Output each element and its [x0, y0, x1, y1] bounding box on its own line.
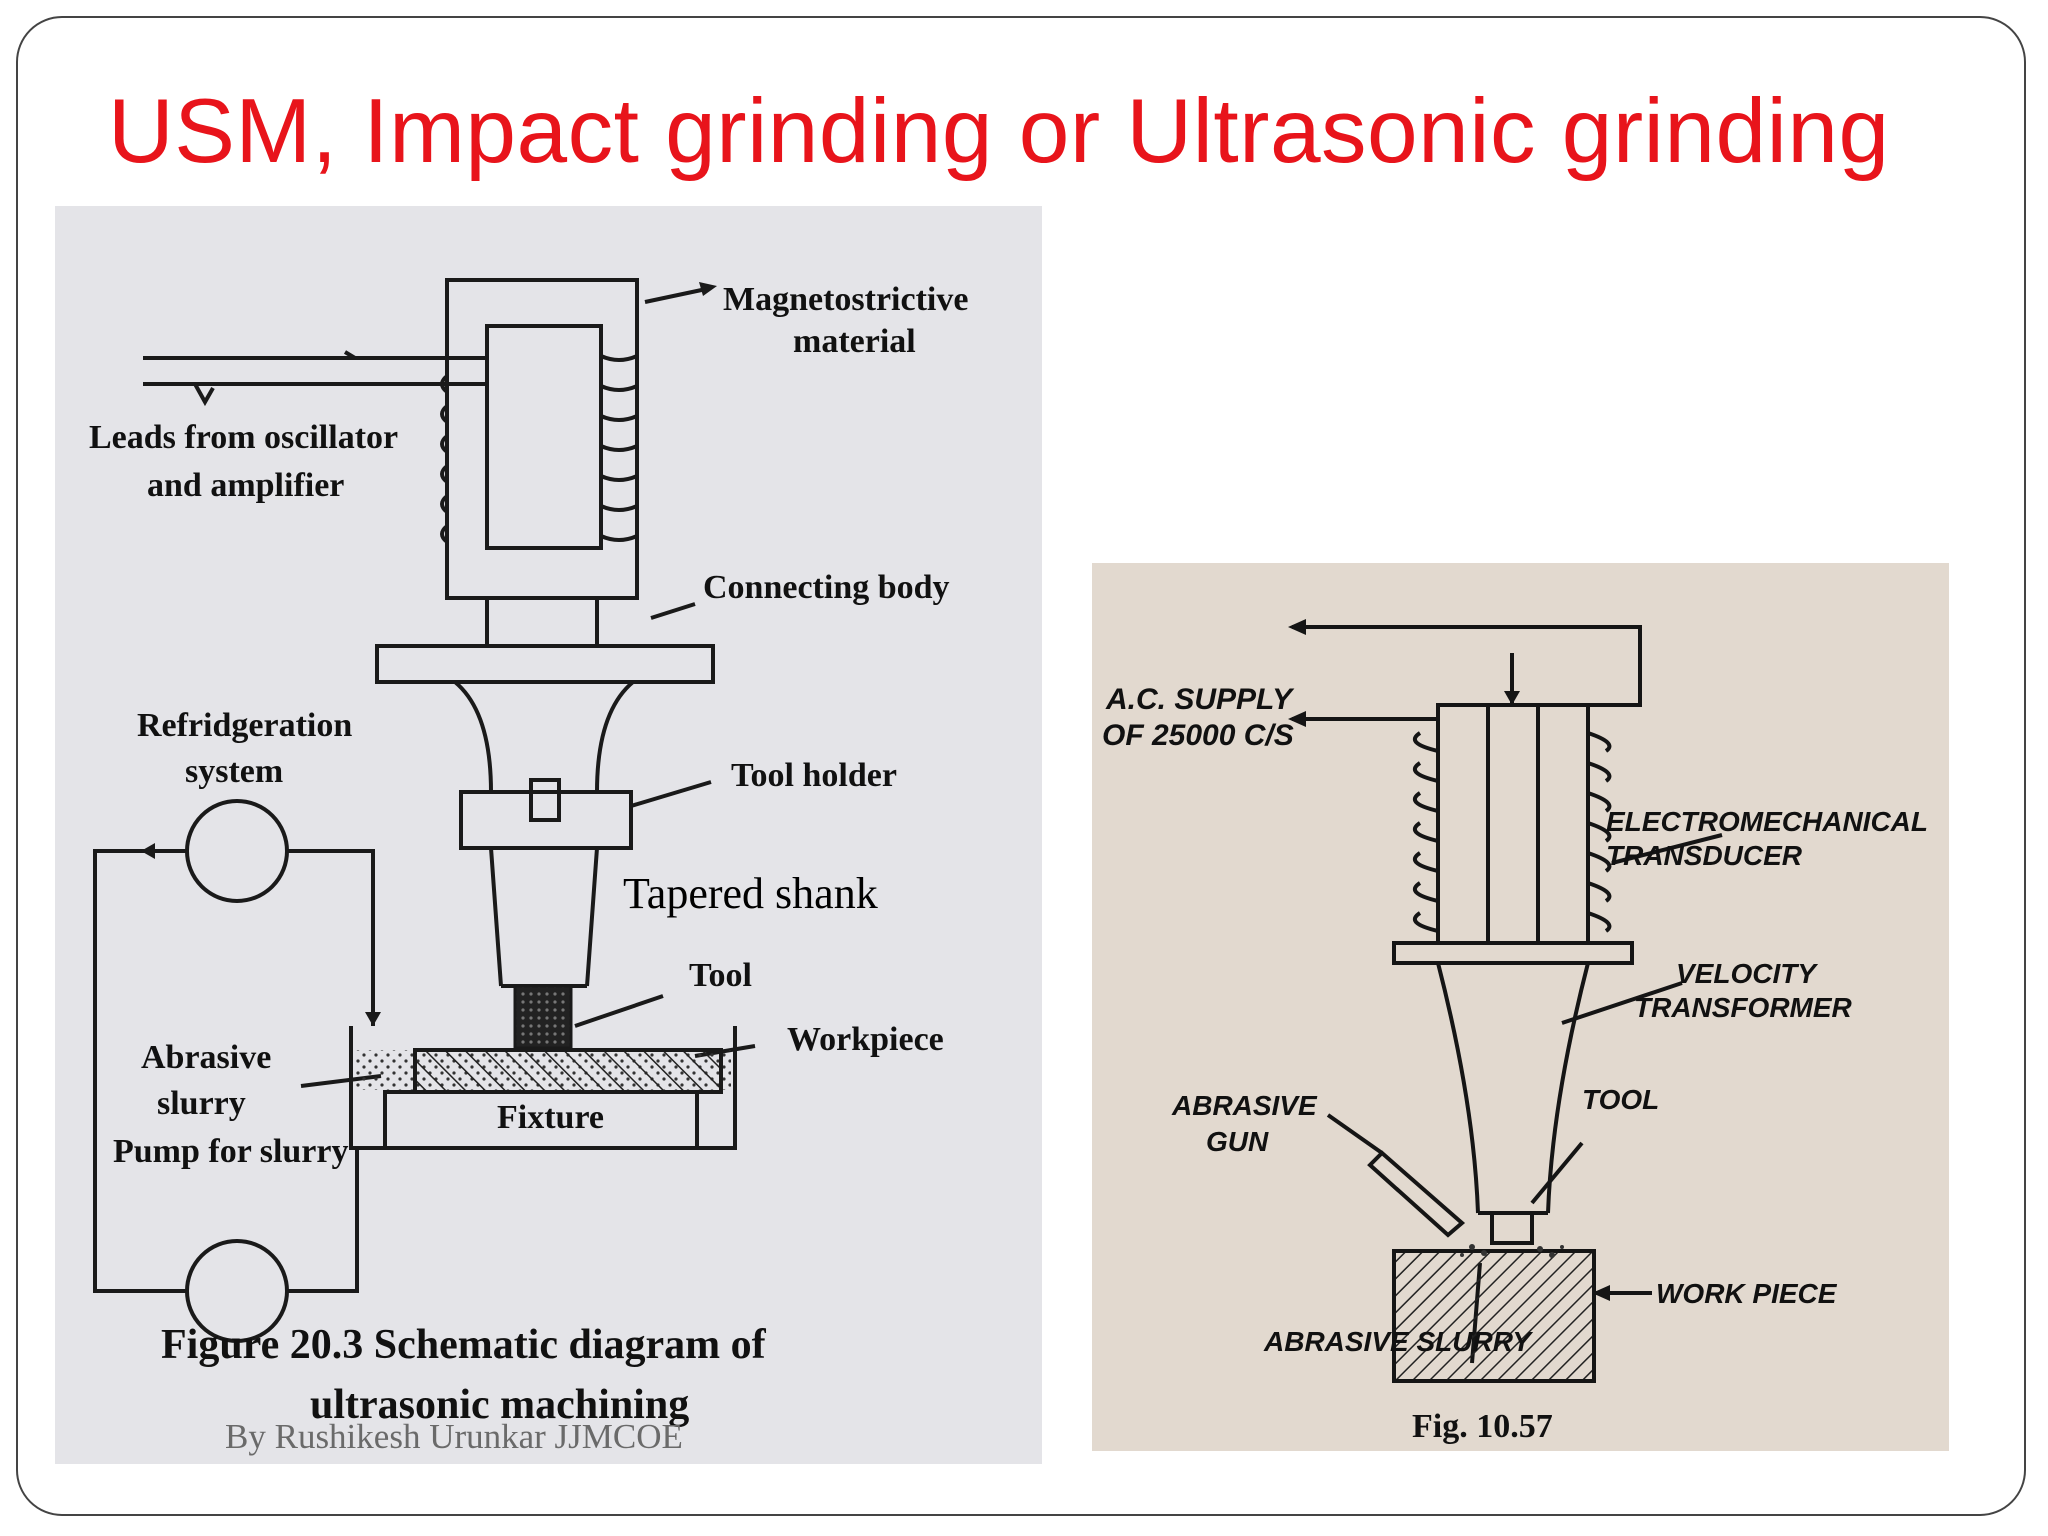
label-system: system — [185, 753, 283, 790]
abrasive-slurry-particles — [1460, 1244, 1564, 1258]
label-gun: GUN — [1206, 1126, 1269, 1157]
label-fixture: Fixture — [497, 1099, 604, 1136]
abrasive-gun — [1367, 1150, 1466, 1238]
photo-background — [55, 206, 1042, 1464]
tapered-shank-label: Tapered shank — [623, 869, 878, 918]
label-tool: Tool — [689, 957, 752, 994]
ultrasonic-transducer-drawing: A.C. SUPPLY OF 25000 C/S ELECTROMECHANIC… — [1092, 563, 1949, 1451]
label-magnetostrictive: Magnetostrictive — [723, 281, 968, 318]
label-electromechanical: ELECTROMECHANICAL — [1606, 806, 1928, 837]
label-pump: Pump for slurry — [113, 1133, 348, 1170]
horn — [453, 680, 635, 793]
footer-credit: By Rushikesh Urunkar JJMCOE — [225, 1417, 683, 1456]
figure-caption-line-1: Figure 20.3 Schematic diagram of — [161, 1322, 767, 1368]
workpiece — [413, 1048, 723, 1094]
figure-caption: Fig. 10.57 — [1412, 1408, 1553, 1445]
figure-caption-line-2: ultrasonic machining — [310, 1382, 689, 1428]
usm-schematic-figure: Magnetostrictive material Leads from osc… — [55, 206, 1042, 1464]
slurry-feed-pipe — [287, 849, 375, 1026]
label-material: material — [793, 323, 916, 360]
label-tool-holder: Tool holder — [731, 757, 897, 794]
label-refrigeration: Refridgeration — [137, 707, 352, 744]
tool — [513, 984, 573, 1050]
transducer-flange — [1392, 941, 1634, 965]
label-work-piece: WORK PIECE — [1656, 1278, 1838, 1309]
label-velocity: VELOCITY — [1676, 958, 1818, 989]
magnetostrictive-core — [485, 324, 603, 550]
ultrasonic-transducer-figure: A.C. SUPPLY OF 25000 C/S ELECTROMECHANIC… — [1092, 563, 1949, 1451]
work-piece — [1392, 1249, 1596, 1383]
label-ac-frequency: OF 25000 C/S — [1102, 719, 1294, 752]
label-leads: Leads from oscillator — [89, 419, 398, 456]
label-tool: TOOL — [1582, 1084, 1659, 1115]
usm-schematic-drawing: Magnetostrictive material Leads from osc… — [55, 206, 1042, 1464]
label-slurry: slurry — [157, 1085, 246, 1122]
label-ac-supply: A.C. SUPPLY — [1105, 683, 1295, 716]
label-abrasive-slurry: ABRASIVE SLURRY — [1263, 1326, 1533, 1357]
slide-title: USM, Impact grinding or Ultrasonic grind… — [108, 81, 1890, 182]
tool — [1490, 1211, 1534, 1245]
label-abrasive: Abrasive — [141, 1039, 271, 1076]
tapered-shank — [489, 847, 599, 987]
label-transducer: TRANSDUCER — [1606, 840, 1803, 871]
connecting-flange — [375, 644, 715, 684]
label-abrasive-gun: ABRASIVE — [1171, 1090, 1318, 1121]
slide-frame — [16, 16, 2026, 1516]
label-connecting-body: Connecting body — [703, 569, 950, 606]
tool-holder — [459, 790, 633, 850]
label-transformer: TRANSFORMER — [1634, 992, 1853, 1023]
label-amplifier: and amplifier — [147, 467, 344, 504]
label-workpiece: Workpiece — [787, 1021, 944, 1058]
